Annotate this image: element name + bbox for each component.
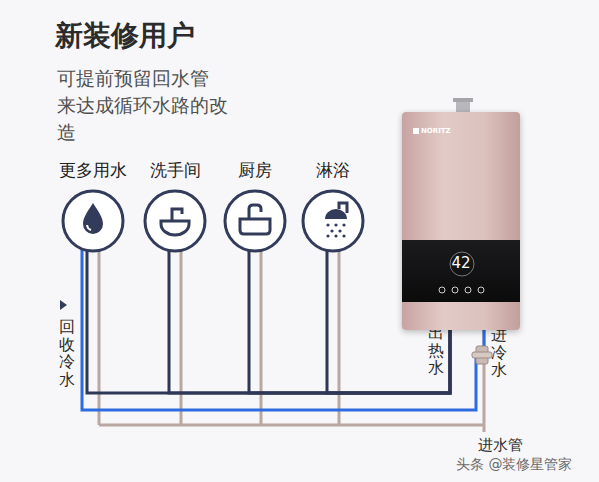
fixture-circle <box>60 188 126 254</box>
display-panel: 42 <box>402 240 520 302</box>
exhaust-cap <box>453 98 473 102</box>
flow-arrow <box>60 300 67 310</box>
pipe-label: 出热水 <box>428 324 444 377</box>
subtitle: 可提前预留回水管 来达成循环水路的改造 <box>57 65 234 146</box>
cold-pipe <box>180 250 183 425</box>
cold-pipe <box>98 250 101 425</box>
fixture-label: 更多用水 <box>48 160 138 180</box>
fixture-label: 厨房 <box>210 160 300 180</box>
fixture-circle <box>222 188 288 254</box>
pipe-label: 进冷水 <box>491 326 507 379</box>
fixture-node: 淋浴 <box>288 160 378 254</box>
cold-pipe <box>260 250 263 425</box>
fixture-label: 淋浴 <box>288 160 378 180</box>
water-heater: NORITZ 42 <box>402 112 520 330</box>
pipe-label: 回收冷水 <box>59 318 75 388</box>
fixture-node: 更多用水 <box>48 160 138 254</box>
fixture-label: 洗手间 <box>130 160 220 180</box>
display-reading: 42 <box>402 254 520 272</box>
watermark: 头条 @装修星管家 <box>456 456 572 474</box>
title: 新装修用户 <box>55 18 195 54</box>
brand-name: NORITZ <box>421 127 451 135</box>
fixture-node: 厨房 <box>210 160 300 254</box>
brand-logo: NORITZ <box>413 127 451 135</box>
pipe-label: 进水管 <box>478 436 523 455</box>
fixture-circle <box>142 188 208 254</box>
valve <box>472 346 492 364</box>
cold-pipe <box>99 424 484 427</box>
cold-pipe <box>338 250 341 425</box>
fixture-node: 洗手间 <box>130 160 220 254</box>
logo-mark <box>413 128 419 134</box>
water-pipe <box>87 250 450 393</box>
fixture-circle <box>300 188 366 254</box>
